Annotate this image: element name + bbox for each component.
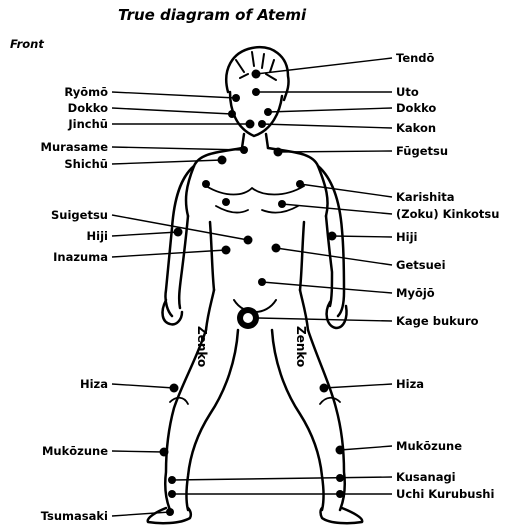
label-murasame: Murasame — [41, 140, 108, 154]
point-uchi-kurubushi — [168, 490, 176, 498]
point-chest-left — [222, 198, 230, 206]
leader-mukozune-left — [112, 451, 164, 452]
leader-hiza-left — [112, 384, 174, 388]
leader-dokko-right — [268, 108, 392, 112]
point-suigetsu — [244, 236, 253, 245]
chest-lines — [206, 186, 304, 213]
leader-kage-bukuro — [258, 318, 392, 321]
point-hiza-right — [320, 384, 329, 393]
leader-dokko-left — [112, 108, 232, 114]
label-hiza-left: Hiza — [80, 377, 108, 391]
point-murasame — [240, 146, 248, 154]
label-shichu: Shichū — [64, 157, 108, 171]
label-kusanagi: Kusanagi — [396, 470, 456, 484]
leader-zoku-kinkotsu — [282, 204, 392, 214]
leader-shichu — [112, 160, 222, 164]
point-hiji-right — [328, 232, 337, 241]
leader-kusanagi — [172, 477, 392, 480]
leader-karishita — [300, 184, 392, 197]
label-suigetsu: Suigetsu — [51, 208, 108, 222]
label-mukozune-right: Mukōzune — [396, 439, 462, 453]
label-getsuei: Getsuei — [396, 258, 446, 272]
point-uchi-kurubushi-right — [336, 490, 344, 498]
label-ryomo: Ryōmō — [64, 85, 108, 99]
label-hiji-left: Hiji — [87, 229, 108, 243]
label-kage-bukuro: Kage bukuro — [396, 314, 479, 328]
point-myojo — [258, 278, 266, 286]
label-hiza-right: Hiza — [396, 377, 424, 391]
label-jinchu: Jinchū — [68, 117, 108, 131]
point-kusanagi-right — [336, 474, 344, 482]
point-hiza-left — [170, 384, 179, 393]
label-uto: Uto — [396, 85, 419, 99]
leader-hiji-right — [332, 236, 392, 237]
label-dokko-left: Dokko — [68, 101, 108, 115]
label-mukozune-left: Mukōzune — [42, 444, 108, 458]
point-jinchu — [246, 120, 255, 129]
label-dokko-right: Dokko — [396, 101, 436, 115]
point-tendo — [252, 70, 261, 79]
point-zoku-kinkotsu — [278, 200, 286, 208]
leader-tsumasaki — [112, 512, 170, 516]
point-shoulder-left — [202, 180, 210, 188]
point-dokko-right — [264, 108, 272, 116]
leader-hiza-right — [324, 384, 392, 388]
label-karishita: Karishita — [396, 190, 455, 204]
leader-tendo — [256, 58, 392, 74]
label-kakon: Kakon — [396, 121, 436, 135]
label-tendo: Tendō — [396, 51, 434, 65]
point-mukozune-left — [160, 448, 169, 457]
leader-mukozune-right — [340, 446, 392, 450]
leader-kakon — [262, 124, 392, 128]
leader-hiji-left — [112, 232, 178, 236]
label-zenko-right: Zenko — [294, 326, 308, 367]
point-inazuma — [222, 246, 231, 255]
point-tsumasaki — [166, 508, 174, 516]
right-foot — [321, 508, 363, 523]
leader-fugetsu — [278, 151, 392, 152]
point-uto — [252, 88, 260, 96]
point-shichu — [218, 156, 227, 165]
leader-ryomo — [112, 92, 236, 98]
label-fugetsu: Fūgetsu — [396, 144, 448, 158]
point-fugetsu — [274, 148, 283, 157]
point-hiji-left — [174, 228, 183, 237]
knee-details — [170, 398, 340, 404]
point-mukozune-right — [336, 446, 345, 455]
right-leg-outline — [272, 330, 345, 510]
point-getsuei — [272, 244, 281, 253]
label-myojo: Myōjō — [396, 286, 435, 300]
leader-suigetsu — [112, 215, 248, 240]
point-kakon — [258, 120, 266, 128]
label-zenko-left: Zenko — [195, 326, 209, 367]
leader-getsuei — [276, 248, 392, 265]
point-ryomo — [232, 94, 240, 102]
point-karishita — [296, 180, 304, 188]
view-label: Front — [10, 37, 44, 51]
label-inazuma: Inazuma — [53, 250, 108, 264]
point-dokko-left — [228, 110, 236, 118]
label-uchi-kurubushi: Uchi Kurubushi — [396, 487, 494, 501]
waist-outline — [210, 222, 304, 290]
label-zoku-kinkotsu: (Zoku) Kinkotsu — [396, 207, 499, 221]
left-arm-outline — [165, 166, 194, 316]
point-kusanagi — [168, 476, 176, 484]
leader-murasame — [112, 147, 244, 150]
label-hiji-right: Hiji — [396, 230, 417, 244]
label-tsumasaki: Tsumasaki — [41, 509, 108, 523]
leader-myojo — [262, 282, 392, 293]
diagram-title: True diagram of Atemi — [118, 6, 306, 24]
kage-bukuro-highlight — [243, 313, 253, 323]
